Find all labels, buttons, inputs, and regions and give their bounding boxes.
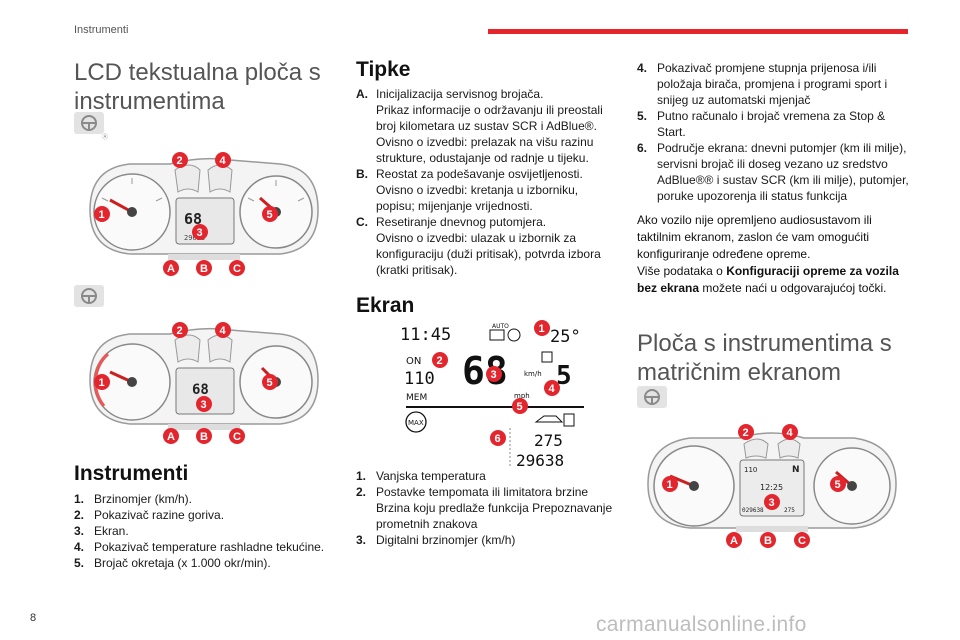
lcd-display-illustration: 11:45 AUTO 25° ON 110 68 km/h 5 MEM mph … <box>396 318 594 466</box>
svg-text:2: 2 <box>177 325 183 337</box>
watermark: carmanualsonline.info <box>596 613 807 636</box>
svg-text:3: 3 <box>769 497 775 509</box>
svg-text:4: 4 <box>220 155 227 167</box>
svg-text:1: 1 <box>667 479 673 491</box>
svg-text:C: C <box>233 431 241 443</box>
list-item: 5.Brojač okretaja (x 1.000 okr/min). <box>74 556 271 570</box>
svg-text:4: 4 <box>220 325 227 337</box>
lcd-cluster-illustration-1: 68 29638 2 4 1 5 3 A B C <box>89 152 319 276</box>
svg-text:3: 3 <box>197 227 203 239</box>
config-paragraph: Ako vozilo nije opremljeno audiosustavom… <box>637 213 872 261</box>
matrix-trip: 275 <box>784 507 795 514</box>
list-item: C.Resetiranje dnevnog putomjera.Ovisno o… <box>356 215 601 277</box>
display-mem: MEM <box>406 393 427 403</box>
svg-text:B: B <box>764 535 772 547</box>
svg-text:5: 5 <box>267 209 273 221</box>
svg-text:2: 2 <box>743 427 749 439</box>
display-trip: 275 <box>534 431 563 450</box>
instruments-title: Instrumenti <box>74 462 189 485</box>
header-accent-bar <box>488 29 908 34</box>
list-item: 5.Putno računalo i brojač vremena za Sto… <box>637 109 886 139</box>
display-auto: AUTO <box>492 323 509 330</box>
tipke-title: Tipke <box>356 58 411 81</box>
svg-text:3: 3 <box>201 399 207 411</box>
svg-text:2: 2 <box>177 155 183 167</box>
display-odo: 29638 <box>516 451 564 466</box>
svg-text:A: A <box>167 263 175 275</box>
instruments-list: 1.Brzinomjer (km/h). 2.Pokazivač razine … <box>74 491 344 571</box>
lcd-cluster-illustration-2: 68 2 4 1 5 3 A B C <box>89 322 319 444</box>
list-item: 6.Područje ekrana: dnevni putomjer (km i… <box>637 141 909 203</box>
display-temp: 25° <box>550 327 581 347</box>
more-info-link: Konfiguraciji opreme za vozila bez ekran… <box>637 264 899 295</box>
display-gear: 5 <box>556 361 572 391</box>
svg-text:B: B <box>200 263 208 275</box>
svg-text:5: 5 <box>267 377 273 389</box>
svg-text:1: 1 <box>539 323 545 335</box>
svg-text:B: B <box>200 431 208 443</box>
list-item: 3.Digitalni brzinomjer (km/h) <box>356 533 516 547</box>
page-number: 8 <box>30 612 37 624</box>
svg-text:C: C <box>798 535 806 547</box>
svg-text:1: 1 <box>99 377 105 389</box>
svg-text:A: A <box>730 535 738 547</box>
more-info-paragraph: Više podataka o Konfiguraciji opreme za … <box>637 264 899 295</box>
tipke-list: A.Inicijalizacija servisnog brojača.Prik… <box>356 86 618 278</box>
display-on: ON <box>406 356 421 367</box>
svg-text:4: 4 <box>787 427 794 439</box>
display-max: MAX <box>408 419 424 427</box>
list-item: 1.Vanjska temperatura <box>356 469 486 483</box>
col3-list: 4.Pokazivač promjene stupnja prijenosa i… <box>637 60 909 204</box>
svg-text:1: 1 <box>99 209 105 221</box>
matrix-gear: N <box>792 465 800 475</box>
svg-text:5: 5 <box>517 401 523 413</box>
list-item: A.Inicijalizacija servisnog brojača.Prik… <box>356 87 603 165</box>
cluster2-speed: 68 <box>192 382 209 398</box>
svg-text:A: A <box>167 431 175 443</box>
display-set-speed: 110 <box>404 369 435 389</box>
ekran-list: 1.Vanjska temperatura 2.Postavke tempoma… <box>356 468 620 548</box>
list-item: 2.Pokazivač razine goriva. <box>74 508 225 522</box>
display-time: 11:45 <box>400 325 451 345</box>
svg-text:2: 2 <box>437 355 443 367</box>
matrix-cluster-illustration: 110 N 12:25 029638 275 2 4 1 5 3 A B C <box>647 424 897 548</box>
list-item: 3.Ekran. <box>74 524 129 538</box>
steering-wheel-icon-2 <box>74 285 104 307</box>
list-item: 4.Pokazivač promjene stupnja prijenosa i… <box>637 61 888 107</box>
svg-text:Ⓐ: Ⓐ <box>102 133 108 140</box>
list-item: 4.Pokazivač temperature rashladne tekući… <box>74 540 325 554</box>
col1-title: LCD tekstualna ploča s instrumentima <box>74 59 321 115</box>
matrix-time: 12:25 <box>760 483 783 492</box>
svg-text:5: 5 <box>835 479 841 491</box>
list-item: 1.Brzinomjer (km/h). <box>74 492 193 506</box>
matrix-title: Ploča s instrumentima s matričnim ekrano… <box>637 330 892 386</box>
cluster1-speed: 68 <box>184 210 202 228</box>
cluster1-odo: 29638 <box>184 234 205 242</box>
display-kmh: km/h <box>524 370 542 378</box>
steering-wheel-icon-3 <box>637 386 667 408</box>
svg-text:6: 6 <box>495 433 501 445</box>
matrix-speed: 110 <box>744 466 757 474</box>
ekran-title: Ekran <box>356 294 415 317</box>
matrix-odo: 029638 <box>742 507 764 514</box>
display-mph: mph <box>514 392 530 400</box>
list-item: B.Reostat za podešavanje osvijetljenosti… <box>356 167 583 213</box>
svg-text:C: C <box>233 263 241 275</box>
svg-text:3: 3 <box>491 369 497 381</box>
steering-wheel-icon: Ⓐ <box>74 112 108 140</box>
svg-text:4: 4 <box>549 383 556 395</box>
list-item: 2.Postavke tempomata ili limitatora brzi… <box>356 485 613 531</box>
header-section-title: Instrumenti <box>74 24 129 36</box>
